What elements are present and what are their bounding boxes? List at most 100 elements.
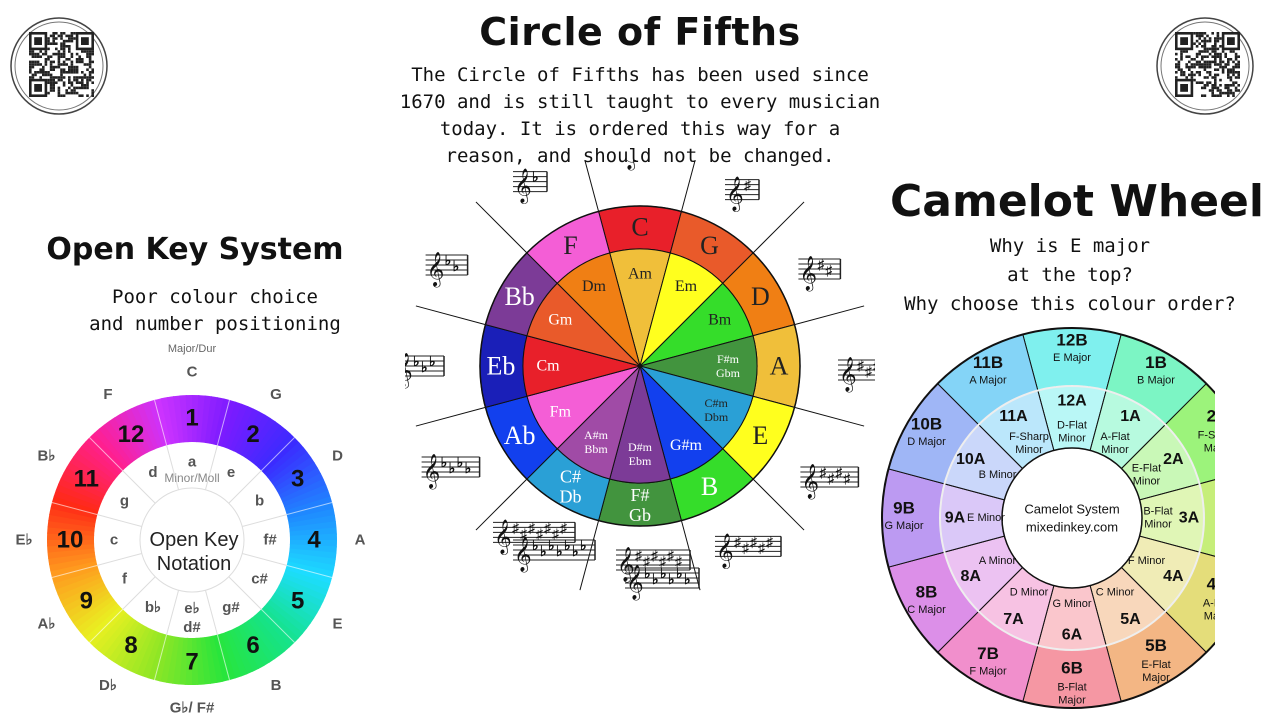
key-signature-clef-icon: 𝄞 bbox=[621, 160, 639, 171]
open-key-subtitle-line: Poor colour choice bbox=[112, 286, 318, 308]
camelot-major-code: 8B bbox=[916, 583, 938, 602]
camelot-major-name: E-Flat bbox=[1141, 659, 1170, 671]
camelot-major-code: 2B bbox=[1207, 407, 1215, 426]
svg-text:𝄞: 𝄞 bbox=[427, 252, 445, 288]
svg-text:♯: ♯ bbox=[835, 464, 843, 480]
camelot-subtitle-line: Why choose this colour order? bbox=[904, 293, 1236, 315]
svg-text:♭: ♭ bbox=[556, 543, 563, 559]
major-dur-label: Major/Dur bbox=[168, 343, 217, 355]
camelot-major-code: 1B bbox=[1145, 353, 1167, 372]
svg-text:♯: ♯ bbox=[560, 519, 568, 535]
svg-text:♭: ♭ bbox=[532, 169, 539, 185]
svg-text:𝄞: 𝄞 bbox=[617, 547, 635, 583]
minor-key-label: Am bbox=[628, 266, 653, 283]
svg-text:♭: ♭ bbox=[676, 565, 683, 581]
key-signature-clef-icon: 𝄞♯ bbox=[725, 177, 760, 213]
open-key-number: 7 bbox=[185, 649, 198, 676]
svg-text:♯: ♯ bbox=[667, 547, 675, 563]
open-key-number: 5 bbox=[291, 588, 304, 615]
open-key-number: 4 bbox=[307, 527, 321, 554]
camelot-major-code: 12B bbox=[1056, 331, 1087, 350]
major-key-label: C bbox=[631, 213, 648, 242]
major-key-label: Bb bbox=[504, 282, 534, 311]
open-key-title: Open Key System bbox=[46, 232, 344, 267]
minor-key-label: Gbm bbox=[716, 366, 741, 380]
svg-text:♭: ♭ bbox=[668, 571, 675, 587]
camelot-minor-code: 6A bbox=[1062, 627, 1083, 644]
camelot-subtitle: Why is E major at the top? Why choose th… bbox=[860, 232, 1280, 319]
camelot-minor-code: 1A bbox=[1120, 408, 1141, 425]
open-key-major-label: D♭ bbox=[99, 677, 117, 694]
camelot-major-name: Major bbox=[1204, 443, 1215, 455]
svg-text:♯: ♯ bbox=[659, 553, 667, 569]
svg-text:♯: ♯ bbox=[742, 539, 750, 555]
open-key-minor-label: a bbox=[188, 454, 197, 471]
svg-text:♭: ♭ bbox=[532, 537, 539, 553]
key-signature-clef-icon: 𝄞♭♭♭ bbox=[405, 353, 445, 389]
camelot-subtitle-line: at the top? bbox=[1007, 264, 1133, 286]
camelot-major-name: C Major bbox=[907, 604, 946, 616]
camelot-title: Camelot Wheel bbox=[890, 176, 1264, 227]
svg-text:♭: ♭ bbox=[457, 454, 464, 470]
major-key-label: Eb bbox=[487, 352, 516, 381]
major-key-label: Db bbox=[560, 486, 582, 506]
svg-text:♯: ♯ bbox=[544, 519, 552, 535]
camelot-major-name: D Major bbox=[907, 436, 946, 448]
svg-text:♯: ♯ bbox=[758, 539, 766, 555]
minor-key-label: G#m bbox=[670, 437, 703, 454]
camelot-major-name: F Major bbox=[969, 665, 1007, 677]
svg-text:♭: ♭ bbox=[644, 565, 651, 581]
qr-code-right-icon[interactable] bbox=[1154, 12, 1256, 120]
camelot-major-name: Major bbox=[1142, 672, 1170, 684]
open-key-minor-label: c bbox=[110, 532, 118, 549]
svg-text:♯: ♯ bbox=[817, 256, 825, 272]
svg-text:♯: ♯ bbox=[643, 553, 651, 569]
open-key-subtitle: Poor colour choice and number positionin… bbox=[20, 284, 410, 338]
svg-text:♭: ♭ bbox=[413, 353, 420, 369]
svg-text:♯: ♯ bbox=[635, 547, 643, 563]
svg-text:♯: ♯ bbox=[750, 533, 758, 549]
camelot-minor-name: E Minor bbox=[967, 512, 1005, 524]
qr-code-left-icon[interactable] bbox=[8, 12, 110, 120]
svg-text:♭: ♭ bbox=[445, 252, 452, 268]
camelot-minor-name: D Minor bbox=[1010, 586, 1049, 598]
open-key-number: 2 bbox=[246, 421, 259, 448]
major-key-label: F bbox=[563, 231, 577, 260]
open-key-center-label: Open Key bbox=[150, 529, 239, 551]
open-key-minor-label: e♭ bbox=[184, 600, 199, 617]
camelot-subtitle-line: Why is E major bbox=[989, 235, 1151, 257]
key-signature-clef-icon: 𝄞♭♭ bbox=[425, 252, 469, 288]
key-signature-clef-icon: 𝄞♭♭♭♭♭♭ bbox=[625, 565, 700, 601]
key-signature-clef-icon: 𝄞♯♯♯♯ bbox=[800, 464, 860, 500]
open-key-number: 1 bbox=[185, 405, 198, 432]
svg-text:♭: ♭ bbox=[429, 353, 436, 369]
minor-key-label: Bm bbox=[708, 312, 732, 329]
open-key-major-label: B bbox=[271, 677, 282, 694]
camelot-major-name: E Major bbox=[1053, 352, 1091, 364]
camelot-minor-name: B Minor bbox=[979, 469, 1017, 481]
intro-line: today. It is ordered this way for a bbox=[439, 118, 841, 140]
camelot-minor-code: 11A bbox=[999, 408, 1028, 425]
svg-text:𝄞: 𝄞 bbox=[621, 160, 639, 171]
open-key-number: 8 bbox=[124, 632, 137, 659]
key-signature-clef-icon: 𝄞♭ bbox=[513, 169, 548, 205]
minor-key-label: A#m bbox=[584, 428, 609, 442]
svg-text:♭: ♭ bbox=[684, 571, 691, 587]
minor-key-label: Dbm bbox=[704, 410, 729, 424]
camelot-minor-name: Minor bbox=[1144, 519, 1172, 531]
camelot-minor-code: 9A bbox=[945, 510, 966, 527]
camelot-minor-code: 5A bbox=[1120, 611, 1141, 628]
open-key-minor-label: d bbox=[148, 464, 157, 481]
intro-line: 1670 and is still taught to every musici… bbox=[399, 91, 881, 113]
camelot-minor-name: Minor bbox=[1058, 433, 1086, 445]
open-key-center-label: Notation bbox=[157, 553, 232, 575]
svg-text:♯: ♯ bbox=[520, 525, 528, 541]
major-key-label: E bbox=[752, 421, 768, 450]
open-key-minor-label: f bbox=[122, 571, 128, 588]
open-key-subtitle-line: and number positioning bbox=[89, 313, 341, 335]
major-key-label: Ab bbox=[504, 421, 536, 450]
svg-text:𝄞: 𝄞 bbox=[726, 177, 744, 213]
svg-text:♯: ♯ bbox=[825, 262, 833, 278]
